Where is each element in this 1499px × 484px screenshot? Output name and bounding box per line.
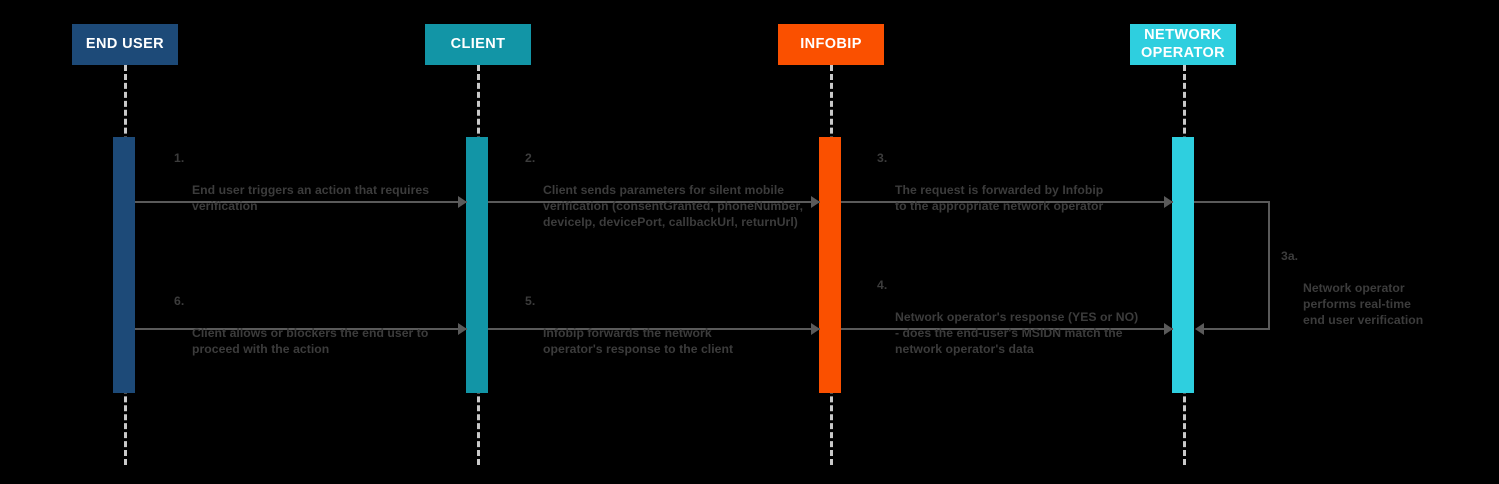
- message-number-5: 5.: [525, 294, 536, 308]
- message-label-6: 6. Client allows or blockers the end use…: [174, 293, 482, 373]
- message-label-2: 2. Client sends parameters for silent mo…: [525, 150, 833, 247]
- message-text-6: Client allows or blockers the end user t…: [192, 326, 429, 357]
- activation-bar-network-operator: [1172, 137, 1194, 393]
- message-arrow-1-line: [135, 201, 467, 203]
- selfcall-3a-bottom-segment: [1203, 328, 1270, 330]
- selfcall-3a-top-segment: [1194, 201, 1270, 203]
- activation-bar-end-user: [113, 137, 135, 393]
- selfcall-3a-right-segment: [1268, 201, 1270, 329]
- message-number-4: 4.: [877, 278, 888, 292]
- message-text-3a: Network operator performs real-time end …: [1303, 281, 1424, 328]
- activation-bar-client: [466, 137, 488, 393]
- message-arrow-1-head: [458, 196, 467, 208]
- message-label-3a: 3a. Network operator performs real-time …: [1281, 248, 1499, 345]
- actor-end-user-label: END USER: [85, 35, 165, 52]
- activation-bar-infobip: [819, 137, 841, 393]
- actor-infobip[interactable]: INFOBIP: [778, 24, 884, 65]
- actor-infobip-label: INFOBIP: [800, 35, 862, 52]
- message-number-2: 2.: [525, 151, 536, 165]
- message-arrow-4-head: [1164, 323, 1173, 335]
- message-label-1: 1. End user triggers an action that requ…: [174, 150, 472, 230]
- message-arrow-2-line: [488, 201, 820, 203]
- message-arrow-5-line: [488, 328, 820, 330]
- actor-end-user[interactable]: END USER: [72, 24, 178, 65]
- message-number-3: 3.: [877, 151, 888, 165]
- actor-network-operator[interactable]: NETWORK OPERATOR: [1130, 24, 1236, 65]
- message-label-3: 3. The request is forwarded by Infobip t…: [877, 150, 1185, 230]
- message-text-1: End user triggers an action that require…: [192, 183, 430, 214]
- selfcall-3a-arrow-head: [1195, 323, 1204, 335]
- message-label-5: 5. Infobip forwards the network operator…: [525, 293, 833, 373]
- message-arrow-3-head: [1164, 196, 1173, 208]
- message-arrow-2-head: [811, 196, 820, 208]
- message-arrow-3-line: [841, 201, 1173, 203]
- message-number-1: 1.: [174, 151, 185, 165]
- actor-network-operator-label: NETWORK OPERATOR: [1140, 27, 1226, 61]
- actor-client[interactable]: CLIENT: [425, 24, 531, 65]
- message-arrow-5-head: [811, 323, 820, 335]
- message-text-5: Infobip forwards the network operator's …: [543, 326, 734, 357]
- actor-client-label: CLIENT: [450, 35, 506, 52]
- message-text-3: The request is forwarded by Infobip to t…: [895, 183, 1104, 214]
- message-arrow-6-line: [135, 328, 467, 330]
- message-arrow-6-head: [458, 323, 467, 335]
- message-text-2: Client sends parameters for silent mobil…: [543, 183, 804, 230]
- message-number-6: 6.: [174, 294, 185, 308]
- message-number-3a: 3a.: [1281, 249, 1299, 263]
- message-label-4: 4. Network operator's response (YES or N…: [877, 277, 1185, 374]
- message-text-4: Network operator's response (YES or NO) …: [895, 310, 1139, 357]
- message-arrow-4-line: [841, 328, 1173, 330]
